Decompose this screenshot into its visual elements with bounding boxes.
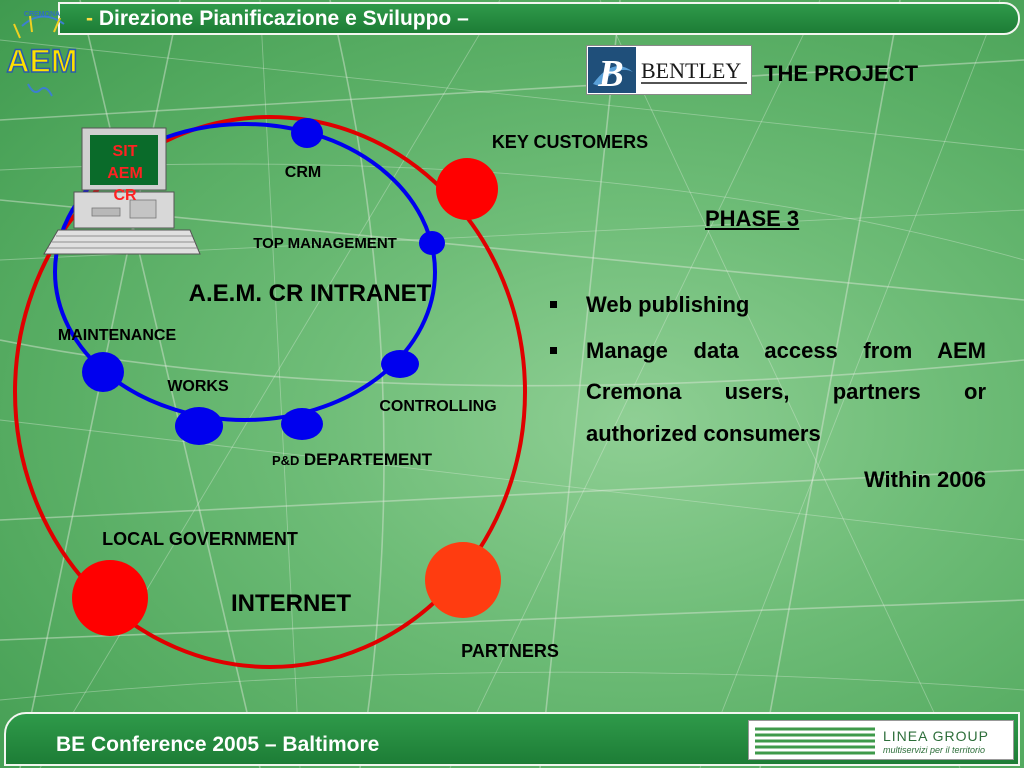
label-partners: PARTNERS xyxy=(461,641,559,661)
header-title: - Direzione Pianificazione e Sviluppo – xyxy=(86,7,469,31)
label-controlling: CONTROLLING xyxy=(379,398,496,415)
node-controlling xyxy=(381,350,419,378)
node-crm xyxy=(291,118,323,148)
intranet-ring xyxy=(53,122,437,422)
bullet-list: Web publishing Manage data access from A… xyxy=(548,284,986,454)
internet-ring xyxy=(13,115,527,669)
label-key-customers: KEY CUSTOMERS xyxy=(492,132,648,152)
footer-text: BE Conference 2005 – Baltimore xyxy=(56,733,380,756)
label-crm: CRM xyxy=(285,164,321,181)
node-top-management xyxy=(419,231,445,255)
header-title-text: Direzione Pianificazione e Sviluppo – xyxy=(98,7,469,30)
node-key-customers xyxy=(436,158,498,220)
bentley-logo: B BENTLEY xyxy=(586,45,752,95)
screen-line-1: SIT xyxy=(113,143,138,160)
bullet-item: Web publishing xyxy=(548,284,986,326)
bullet-text: Manage data access from AEM Cremona user… xyxy=(586,337,986,446)
label-intranet: A.E.M. CR INTRANET xyxy=(189,280,432,307)
label-top-management: TOP MANAGEMENT xyxy=(253,235,397,252)
node-maintenance xyxy=(82,352,124,392)
logo-arc-text: CREMONA xyxy=(24,11,60,18)
bentley-monogram: B xyxy=(597,53,623,94)
bullet-item: Manage data access from AEM Cremona user… xyxy=(548,330,986,455)
node-pd-department xyxy=(281,408,323,440)
label-internet: INTERNET xyxy=(231,590,351,617)
label-local-government: LOCAL GOVERNMENT xyxy=(102,529,298,549)
label-works: WORKS xyxy=(167,378,229,395)
linea-logo-title: LINEA GROUP xyxy=(883,728,989,744)
computer-icon: SIT AEM CR xyxy=(43,127,201,255)
project-title: THE PROJECT xyxy=(764,61,919,86)
label-maintenance: MAINTENANCE xyxy=(58,327,177,344)
bullet-text: Web publishing xyxy=(586,292,750,317)
screen-line-2: AEM xyxy=(107,165,143,182)
node-works xyxy=(175,407,223,445)
label-pd-department: P&D DEPARTEMENT xyxy=(272,450,433,469)
phase-heading: PHASE 3 xyxy=(705,206,800,231)
linea-group-logo: LINEA GROUP multiservizi per il territor… xyxy=(748,720,1014,760)
timeline-text: Within 2006 xyxy=(863,467,986,492)
linea-logo-subtitle: multiservizi per il territorio xyxy=(883,745,985,755)
node-partners xyxy=(425,542,501,618)
header-dash: - xyxy=(86,7,93,30)
label-department: DEPARTEMENT xyxy=(304,450,433,469)
aem-cremona-logo: CREMONA AEM xyxy=(6,11,78,97)
square-bullet-icon xyxy=(550,301,557,308)
node-local-government xyxy=(72,560,148,636)
square-bullet-icon xyxy=(550,346,557,354)
bentley-wordmark: BENTLEY xyxy=(641,58,741,83)
screen-line-3: CR xyxy=(113,187,137,204)
header-bar xyxy=(58,2,1020,35)
label-pd-prefix: P&D xyxy=(272,453,299,468)
logo-aem-text: AEM xyxy=(6,43,77,79)
